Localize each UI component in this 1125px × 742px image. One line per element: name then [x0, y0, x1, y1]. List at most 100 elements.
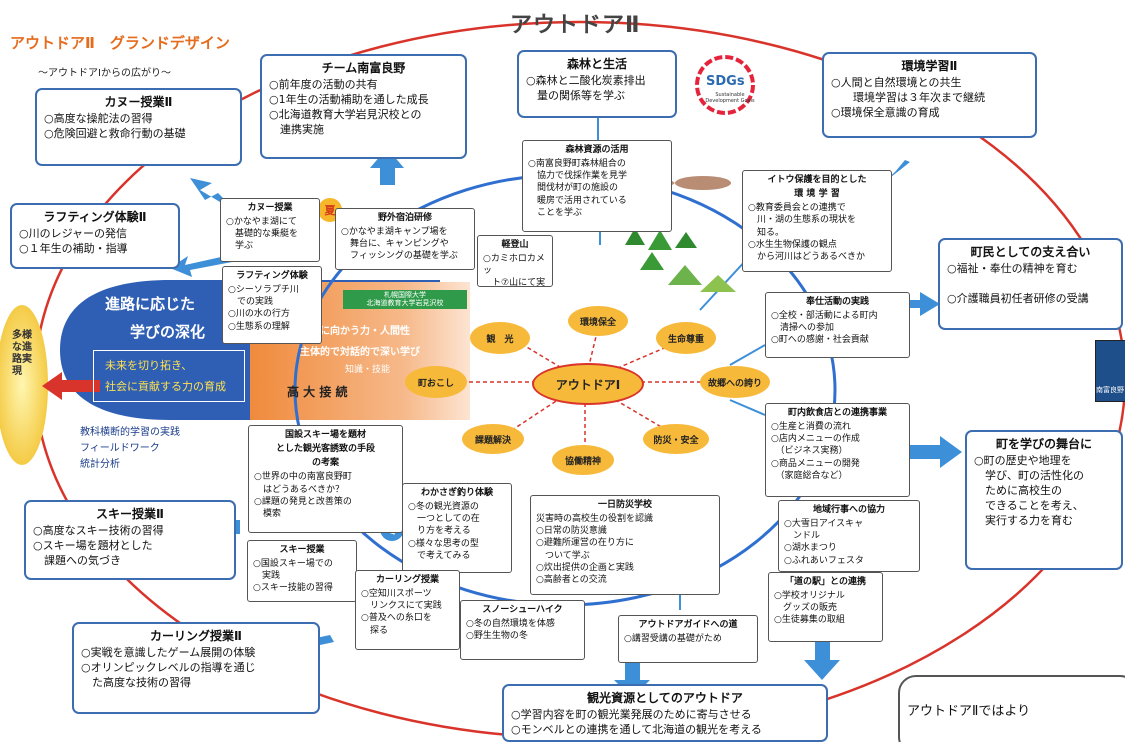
box-line: ○かなやま湖キャンプ場を: [341, 227, 448, 238]
box-forest-use: 森林資源の活用 ○南富良野町森林組合の 協力で伐採作業を見学 間伐材が町の施設の…: [522, 140, 672, 232]
band-line-3: 知識・技能: [345, 365, 391, 375]
box-line: ○スキー技能の習得: [253, 583, 333, 594]
center-outdoor-1: アウトドアⅠ: [532, 363, 644, 405]
box-line: 学ぶ: [226, 241, 254, 252]
box-title: 奉仕活動の実践: [805, 297, 869, 307]
box-line: ○店内メニューの作成: [771, 434, 860, 445]
box-line: ○学習内容を町の観光業発展のために寄与させる: [511, 708, 752, 722]
box-disaster: 一日防災学校 災害時の高校生の役割を認識○日常の防災意識○避難所運営の在り方に …: [530, 495, 720, 595]
box-line: ンドル: [784, 531, 821, 542]
box-line: ○普及への糸口を: [361, 613, 432, 624]
box-line: ○空知川スポーツ: [361, 589, 432, 600]
box-title: カーリング授業Ⅱ: [150, 629, 242, 643]
panel-bottom-1: 教科横断的学習の実践: [80, 427, 180, 438]
box-camp: 野外宿泊研修 ○かなやま湖キャンプ場を 舞台に、キャンピングや フィッシングの基…: [335, 208, 475, 270]
box-line: ○町の歴史や地理を: [974, 454, 1072, 468]
box-line: ○ふれあいフェスタ: [784, 555, 864, 566]
box-line: ○日常の防災意識: [536, 526, 607, 537]
univ-1: 札幌国際大学: [384, 291, 426, 299]
box-title: 野外宿泊研修: [377, 213, 432, 223]
box-title: ラフティング体験: [236, 271, 308, 281]
box-line: 実行する力を育む: [974, 513, 1073, 527]
box-title: 町内飲食店との連携事業: [788, 408, 887, 418]
box-title: 町を学びの舞台に: [995, 437, 1092, 451]
box-line: ○1年生の活動補助を通した成長: [269, 93, 429, 107]
box-line: （ビジネス実務）: [771, 446, 848, 457]
box-line: ○世界の中の南富良野町: [254, 472, 352, 483]
box-ski-2: スキー授業Ⅱ ○高度なスキー技術の習得○スキー場を題材とした 課題への気づき: [24, 500, 236, 580]
yellow-side-oval: [0, 305, 48, 465]
box-tourism: 観光資源としてのアウトドア ○学習内容を町の観光業発展のために寄与させる○モンベ…: [502, 684, 828, 742]
doc-subtitle: 〜アウトドアⅠからの広がり〜: [38, 68, 171, 79]
panel-title-1: 進路に応じた: [105, 295, 196, 313]
box-line: ○商品メニューの開発: [771, 458, 860, 469]
box-title: チーム南富良野: [321, 61, 406, 75]
box-line: た高度な技術の習得: [81, 675, 191, 689]
band-line-4: 高 大 接 続: [287, 385, 348, 399]
box-line: り方を考える: [408, 526, 471, 537]
box-title: 観光資源としてのアウトドア: [587, 691, 743, 705]
box-line: 実践: [253, 571, 281, 582]
red-left-arrow: [42, 372, 100, 400]
sdgs-ring: [695, 55, 755, 115]
box-line: ○北海道教育大学岩見沢校との: [269, 107, 422, 121]
box-title: イトウ保護を目的とした: [767, 175, 867, 185]
panel-bottom-2: フィールドワーク: [80, 443, 160, 454]
box-line: ○介護職員初任者研修の受講: [947, 291, 1089, 305]
sdgs-caption: Sustainable Development Goals: [705, 92, 755, 104]
box-line: ○１年生の補助・指導: [19, 242, 128, 256]
box-line: ○シーソラプチ川: [228, 285, 299, 296]
tree-illustration: [625, 228, 736, 292]
box-line: ○学校オリジナル: [774, 591, 845, 602]
box-line: ○冬の観光資源の: [408, 502, 479, 513]
box-canoe-2: カヌー授業Ⅱ ○高度な操舵法の習得○危険回避と救命行動の基礎: [35, 88, 242, 166]
box-line: 舞台に、キャンピングや: [341, 239, 449, 250]
box-title: カヌー授業Ⅱ: [104, 95, 173, 109]
box-ski-tour: 国設スキー場を題材 とした観光客誘致の手段 の考案 ○世界の中の南富良野町 はど…: [248, 425, 403, 533]
box-line: 知る。: [748, 227, 785, 238]
sdgs-logo: SDGs: [706, 74, 745, 89]
box-line: ○スキー場を題材とした: [33, 539, 153, 553]
box-line: ○モンベルとの連携を通して北海道の観光を考える: [511, 723, 762, 737]
band-line-1: 学びに向かう力・人間性: [300, 326, 410, 337]
box-line: 課題への気づき: [33, 553, 121, 567]
box-line: ○生産と消費の流れ: [771, 422, 851, 433]
town-logo-text: 南富良野: [1096, 386, 1124, 394]
box-line: ○様々な思考の型: [408, 538, 479, 549]
box-line: ○大雪日アイスキャ: [784, 519, 864, 530]
box-title: アウトドアガイドへの道: [638, 620, 738, 630]
box-env-2: 環境学習Ⅱ ○人間と自然環境との共生 環境学習は３年次まで継続○環境保全意識の育…: [822, 52, 1037, 138]
box-title: カヌー授業: [247, 203, 293, 213]
box-forest-life: 森林と生活 ○森林と二酸化炭素排出 量の関係等を学ぶ: [517, 50, 677, 118]
box-line: での実践: [228, 297, 274, 308]
box-title-2: 環 境 学 習: [794, 189, 840, 200]
oval-tourism: 観 光: [470, 322, 530, 354]
oval-pride: 故郷への誇り: [700, 366, 770, 398]
box-itou: イトウ保護を目的とした 環 境 学 習 ○教育委員会との連携で 川・湖の生態系の…: [742, 170, 892, 272]
box-line: から河川はどうあるべきか: [748, 251, 866, 262]
box-title: 町民としての支え合い: [970, 245, 1091, 259]
box-line: ○教育委員会との連携で: [748, 203, 846, 214]
box-line: ○人間と自然環境との共生: [831, 76, 962, 90]
box-line: ト⑦山にて実践: [492, 278, 546, 287]
panel-inner-2: 社会に貢献する力の育成: [105, 380, 226, 393]
box-line: 探る: [361, 625, 389, 636]
box-canoe: カヌー授業 ○かなやま湖にて 基礎的な乗艇を 学ぶ: [220, 198, 320, 262]
box-line: ○避難所運営の在り方に: [536, 538, 634, 549]
box-line: ○実戦を意識したゲーム展開の体験: [81, 646, 256, 660]
oval-safety: 防災・安全: [643, 424, 709, 454]
doc-title: アウトドアⅡ グランドデザイン: [10, 34, 230, 52]
box-line: ○炊出提供の企画と実践: [536, 562, 634, 573]
box-snowshoe: スノーシューハイク ○冬の自然環境を体感○野生生物の冬: [460, 600, 585, 660]
box-line: ○国設スキー場での: [253, 559, 333, 570]
box-title: 森林と生活: [566, 57, 627, 71]
box-line: ○町への感謝・社会貢献: [771, 335, 869, 346]
box-line: ○講習受講の基礎がため: [624, 634, 722, 645]
main-title: アウトドアⅡ: [510, 13, 641, 38]
box-line: ○前年度の活動の共有: [269, 78, 378, 92]
box-service: 奉仕活動の実践 ○全校・部活動による町内 清掃への参加○町への感謝・社会貢献: [765, 292, 910, 358]
box-line: できることを考え、: [974, 498, 1084, 512]
box-line: 基礎的な乗艇を: [226, 229, 299, 240]
town-logo: 南富良野: [1095, 340, 1125, 402]
